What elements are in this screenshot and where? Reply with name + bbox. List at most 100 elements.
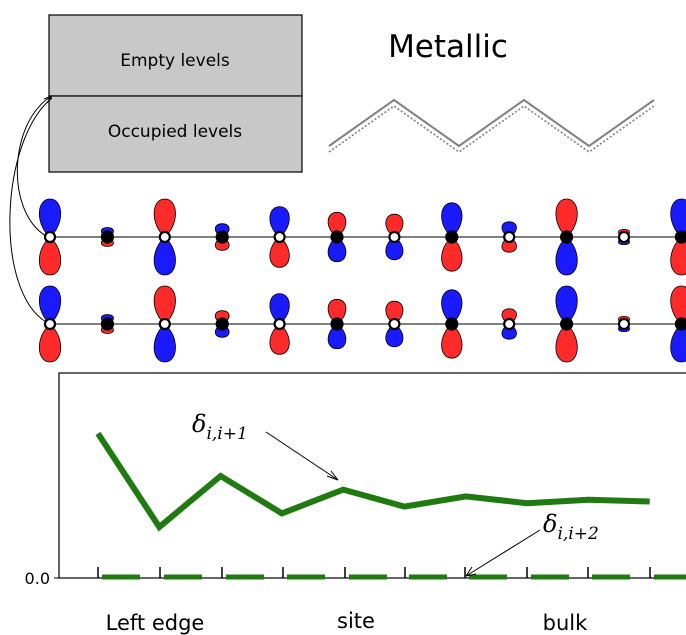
orbital-site	[327, 298, 347, 350]
delta-nn-series	[95, 431, 650, 532]
orbital-lobe	[269, 206, 290, 238]
delta-nnn-arrow	[465, 529, 541, 577]
x-label-bulk: bulk	[543, 611, 588, 635]
orbital-site	[555, 198, 578, 276]
orbital-lobe	[670, 198, 686, 238]
atom-filled	[330, 317, 344, 331]
y-tick-label: 0.0	[25, 569, 50, 588]
empty-levels-box	[48, 14, 303, 97]
atom-open	[43, 317, 57, 331]
orbital-site	[327, 211, 347, 263]
delta-nnn-label: δi,i+2	[543, 510, 599, 544]
atom-filled	[445, 230, 459, 244]
atom-open	[503, 317, 516, 331]
atom-open	[158, 317, 171, 331]
x-label-site: site	[337, 609, 375, 633]
occupied-levels-box	[48, 95, 303, 173]
x-ticks	[97, 567, 651, 578]
orbital-site	[441, 289, 463, 359]
orbital-lobe	[670, 285, 686, 325]
orbital-lobe	[385, 323, 404, 348]
orbital-lobe	[441, 323, 463, 359]
orbital-lobe	[327, 298, 347, 325]
orbital-lobe	[441, 236, 463, 272]
orbital-site	[214, 310, 230, 338]
atom-filled	[445, 317, 459, 331]
orbital-lobe	[670, 236, 686, 276]
atom-open	[273, 317, 286, 331]
orbital-site	[617, 315, 631, 333]
atom-filled	[215, 317, 229, 331]
orbital-row-1	[38, 198, 686, 276]
occupied-levels-label: Occupied levels	[108, 122, 242, 142]
orbital-lobe	[385, 300, 404, 325]
orbital-rows	[38, 198, 686, 363]
orbital-site	[617, 228, 631, 246]
orbital-site	[153, 198, 176, 276]
orbital-lobe	[555, 236, 578, 276]
orbital-site	[100, 227, 115, 247]
orbital-lobe	[385, 236, 404, 261]
atom-filled	[674, 317, 686, 331]
atom-open	[43, 230, 57, 244]
x-label-left-edge: Left edge	[106, 611, 205, 635]
delta-nnn-arrowhead	[465, 566, 477, 577]
orbital-lobe	[38, 285, 62, 325]
orbital-lobe	[441, 289, 463, 325]
arrowhead	[43, 95, 53, 104]
orbital-lobe	[153, 285, 176, 325]
orbital-site	[501, 221, 517, 253]
orbital-site	[214, 223, 230, 251]
orbital-site	[269, 206, 290, 268]
orbital-row-2	[38, 285, 686, 363]
orbital-lobe	[38, 198, 62, 238]
orbital-lobe	[327, 323, 347, 350]
plot-frame	[58, 372, 686, 579]
orbital-site	[385, 213, 404, 261]
orbital-lobe	[555, 285, 578, 325]
atom-filled	[674, 230, 686, 244]
atom-filled	[100, 317, 115, 331]
orbital-lobe	[441, 202, 463, 238]
orbital-lobe	[555, 198, 578, 238]
atom-open	[388, 317, 401, 331]
orbital-site	[670, 285, 686, 363]
orbital-site	[269, 293, 290, 355]
orbital-lobe	[153, 236, 176, 276]
atom-filled	[100, 230, 115, 244]
atom-filled	[330, 230, 344, 244]
zigzag-chain-icon	[328, 98, 655, 153]
orbital-lobe	[670, 323, 686, 363]
atom-filled	[559, 230, 574, 244]
atom-open	[388, 230, 401, 244]
orbital-lobe	[555, 323, 578, 363]
atom-filled	[215, 230, 229, 244]
orbital-lobe	[385, 213, 404, 238]
delta-nn-arrowhead	[326, 470, 339, 481]
orbital-lobe	[327, 211, 347, 238]
atom-filled	[559, 317, 574, 331]
atom-open	[617, 230, 631, 244]
orbital-site	[555, 285, 578, 363]
orbital-lobe	[38, 323, 62, 363]
bond-order-plot: 0.0 δi,i+1 δi,i+2 Left edge site bulk	[25, 372, 686, 635]
orbital-lobe	[269, 323, 290, 355]
orbital-site	[38, 285, 62, 363]
delta-nn-arrow	[265, 431, 339, 481]
orbital-lobe	[153, 198, 176, 238]
regime-title: Metallic	[388, 29, 508, 65]
atom-open	[158, 230, 171, 244]
orbital-lobe	[153, 323, 176, 363]
orbital-lobe	[38, 236, 62, 276]
zigzag-dotted-line	[328, 105, 655, 153]
empty-levels-label: Empty levels	[120, 51, 230, 71]
orbital-site	[501, 308, 517, 340]
orbital-lobe	[269, 236, 290, 268]
atom-open	[273, 230, 286, 244]
band-levels-box: Empty levels Occupied levels	[48, 14, 303, 173]
level-pointer-arrows	[9, 95, 53, 323]
orbital-site	[38, 198, 62, 276]
zigzag-solid-line	[328, 98, 655, 148]
arrow-row2-to-box	[9, 97, 53, 323]
